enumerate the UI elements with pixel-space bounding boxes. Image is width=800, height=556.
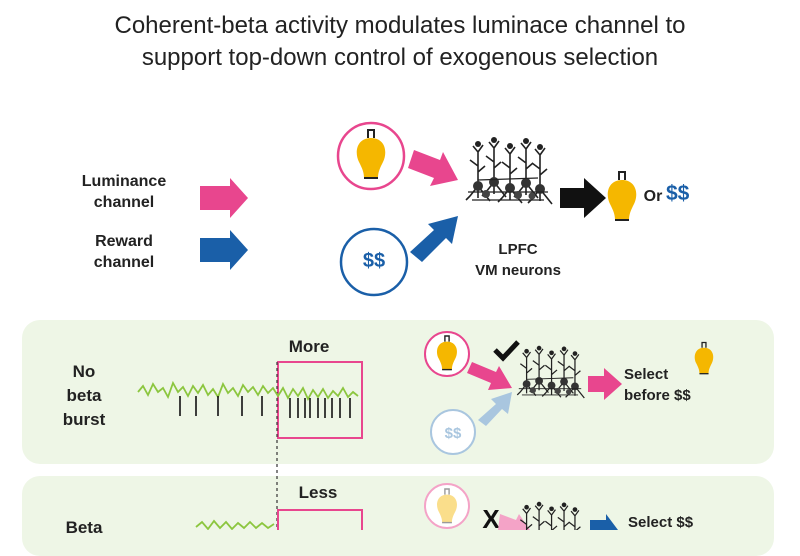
luminance-label-line2: channel — [93, 194, 155, 211]
output-bulb-icon — [606, 171, 638, 221]
luminance-input-arrow — [408, 150, 458, 186]
outcome-line1: Select — [624, 366, 669, 383]
reward-label-line2: channel — [93, 254, 155, 271]
condition-line2: beta — [66, 386, 102, 405]
luminance-legend-arrow — [200, 178, 248, 218]
reward-input-arrow — [410, 216, 458, 262]
condition-beta-burst: Beta — [44, 516, 124, 540]
panel1-output-arrow — [588, 368, 622, 400]
lfp-trace-panel2 — [195, 519, 275, 530]
title-line-1: Coherent-beta activity modulates luminac… — [114, 12, 686, 39]
panel1-reward-symbol: $$ — [444, 425, 462, 442]
diagram-graphics: More Less X — [137, 121, 714, 530]
spike-raster-panel1 — [179, 396, 351, 418]
panel1-neuron-cluster — [517, 346, 584, 398]
neurons-label-line2: VM neurons — [475, 262, 561, 279]
window-label-less: Less — [299, 483, 338, 502]
luminance-label-line1: Luminance — [81, 173, 167, 190]
lfp-trace-panel1 — [137, 380, 359, 401]
reward-symbol: $$ — [362, 250, 386, 272]
panel1-reward-arrow — [478, 392, 512, 426]
neurons-label: LPFC VM neurons — [458, 239, 578, 281]
reward-channel-label: Reward channel — [62, 231, 186, 273]
panel2-analysis-window-box — [277, 509, 363, 530]
condition2-line1: Beta — [65, 518, 103, 537]
panel1-outcome-label: Select before $$ — [624, 364, 724, 406]
condition-no-beta-burst: No beta burst — [44, 360, 124, 432]
lpfc-neuron-cluster — [466, 137, 552, 204]
x-mark: X — [482, 504, 500, 530]
output-arrow — [560, 178, 606, 218]
panel2-output-arrow — [590, 514, 618, 530]
panel1-luminance-arrow — [467, 362, 512, 390]
panel2-neuron-cluster — [517, 502, 584, 530]
outcome-line2: before $$ — [624, 387, 691, 404]
condition-line1: No — [72, 362, 96, 381]
or-label: Or — [643, 188, 663, 205]
output-reward-symbol: $$ — [666, 182, 690, 205]
reward-label-line1: Reward — [95, 233, 153, 250]
figure-title: Coherent-beta activity modulates luminac… — [0, 10, 800, 74]
panel2-luminance-arrow — [498, 514, 530, 530]
reward-legend-arrow — [200, 230, 248, 270]
analysis-window-box — [277, 361, 363, 439]
outcome2-line1: Select $$ — [628, 514, 694, 531]
panel2-outcome-label: Select $$ — [628, 512, 738, 533]
panel1-reward-circle — [430, 409, 476, 455]
window-label-more: More — [289, 337, 330, 356]
luminance-channel-label: Luminance channel — [62, 171, 186, 213]
reward-stimulus-circle — [339, 227, 409, 297]
check-mark — [493, 340, 520, 362]
title-line-2: support top-down control of exogenous se… — [141, 44, 659, 71]
condition-line3: burst — [62, 410, 106, 429]
neurons-label-line1: LPFC — [498, 241, 538, 258]
